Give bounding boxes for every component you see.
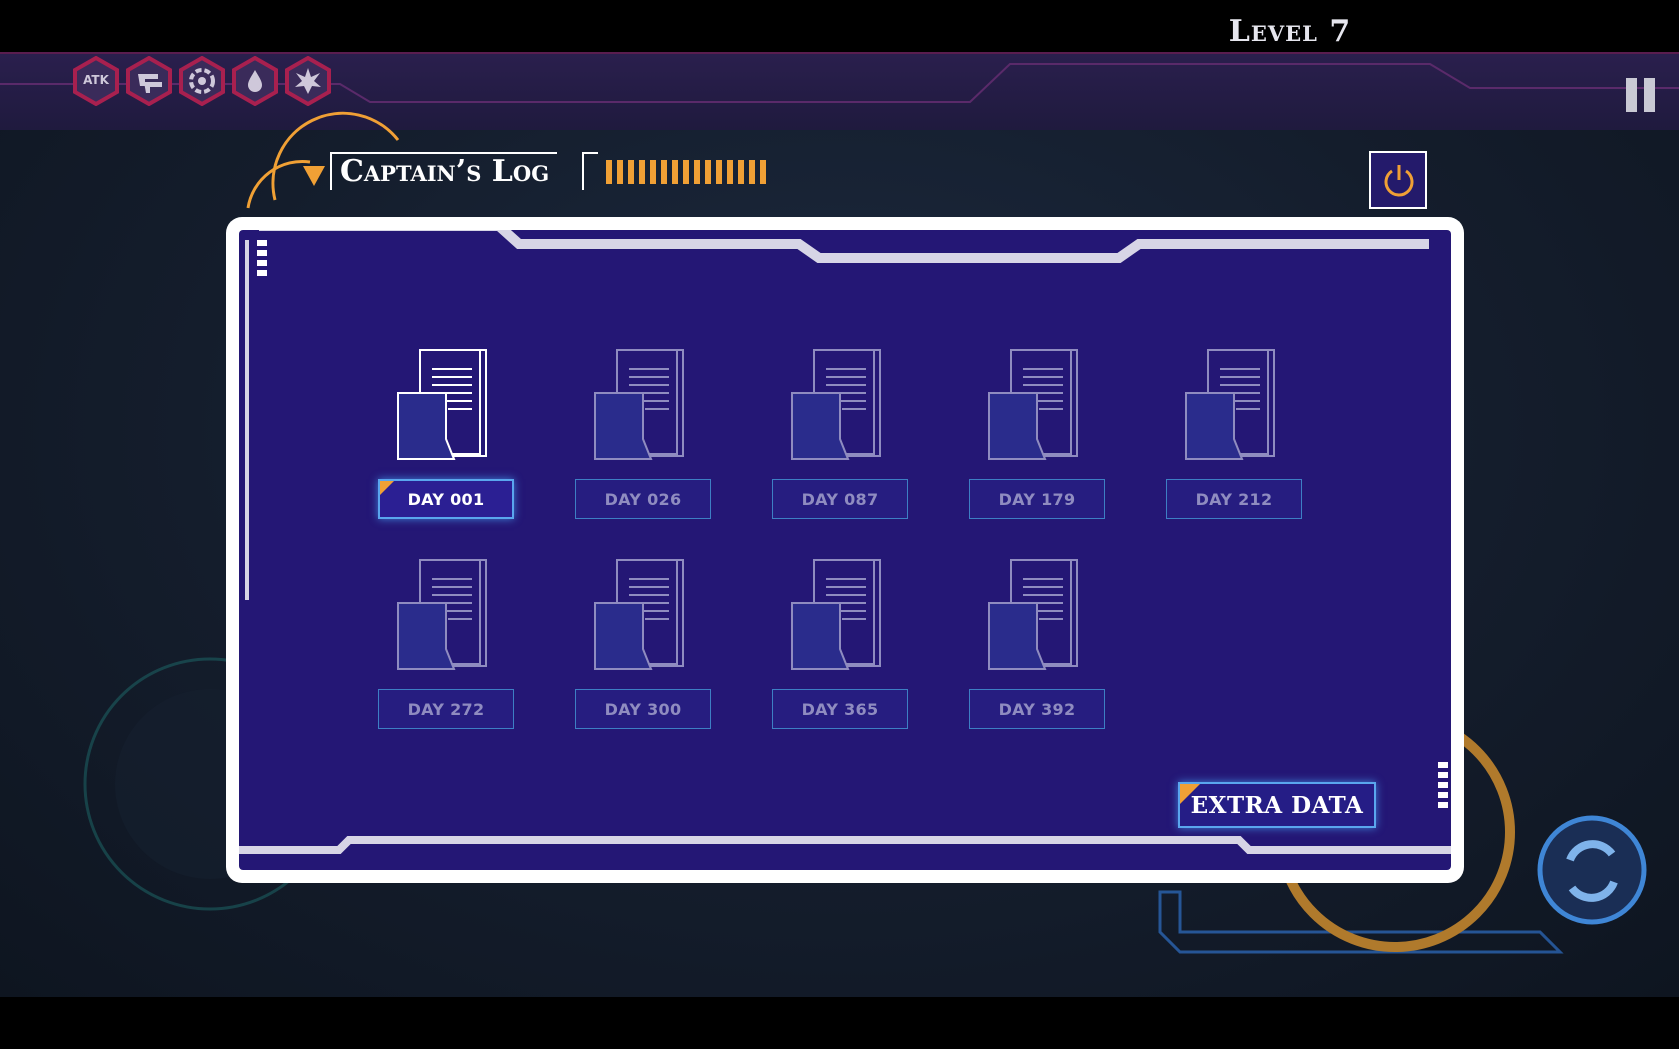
document-icon	[397, 349, 487, 460]
document-icon	[594, 559, 684, 670]
attack-up-icon: ATK	[83, 73, 109, 87]
log-entry-day-001[interactable]: DAY 001	[378, 349, 514, 529]
powerup-twin-guns[interactable]	[125, 56, 173, 106]
power-button[interactable]	[1369, 151, 1427, 209]
log-entry-day-179[interactable]: DAY 179	[969, 349, 1105, 529]
powerup-drop-shield[interactable]	[231, 56, 279, 106]
drop-shield-icon	[232, 56, 278, 106]
document-icon	[791, 559, 881, 670]
pause-button[interactable]	[1624, 78, 1658, 112]
log-entry-label: DAY 026	[575, 479, 711, 519]
log-entry-label: DAY 087	[772, 479, 908, 519]
document-icon	[594, 349, 684, 460]
log-entry-label: DAY 001	[378, 479, 514, 519]
twin-guns-icon	[126, 56, 172, 106]
power-icon	[1384, 165, 1414, 197]
powerup-attack-up[interactable]: ATK	[72, 56, 120, 106]
log-entry-day-300[interactable]: DAY 300	[575, 559, 711, 739]
powerup-burst[interactable]	[284, 56, 332, 106]
log-entry-day-365[interactable]: DAY 365	[772, 559, 908, 739]
title-arrow-icon	[303, 166, 325, 186]
document-icon	[988, 349, 1078, 460]
level-title: Level 7	[1228, 14, 1352, 49]
log-entry-label: DAY 392	[969, 689, 1105, 729]
log-entry-label: DAY 272	[378, 689, 514, 729]
powerup-vortex[interactable]	[178, 56, 226, 106]
log-panel	[239, 230, 1451, 870]
extra-data-button[interactable]: EXTRA DATA	[1178, 782, 1376, 828]
extra-data-label: EXTRA DATA	[1190, 791, 1364, 819]
log-entry-label: DAY 212	[1166, 479, 1302, 519]
top-hud-bar	[0, 52, 1679, 130]
burst-icon	[285, 56, 331, 106]
letterbox-bottom	[0, 997, 1679, 1049]
document-icon	[791, 349, 881, 460]
vortex-icon	[179, 56, 225, 106]
document-icon	[397, 559, 487, 670]
log-entry-label: DAY 179	[969, 479, 1105, 519]
title-progress-ticks	[606, 160, 766, 184]
title-bracket	[582, 152, 598, 190]
captains-log-title: Captain’s Log	[330, 152, 558, 190]
powerup-tray: ATK	[72, 56, 332, 106]
letterbox-top	[0, 0, 1679, 52]
pause-icon	[1626, 78, 1637, 112]
document-icon	[1185, 349, 1275, 460]
log-entry-label: DAY 300	[575, 689, 711, 729]
header-arc-decoration	[246, 111, 400, 209]
log-entry-day-026[interactable]: DAY 026	[575, 349, 711, 529]
log-entry-day-087[interactable]: DAY 087	[772, 349, 908, 529]
log-entry-day-272[interactable]: DAY 272	[378, 559, 514, 739]
log-entry-day-392[interactable]: DAY 392	[969, 559, 1105, 739]
log-entry-day-212[interactable]: DAY 212	[1166, 349, 1302, 529]
document-icon	[988, 559, 1078, 670]
log-entry-label: DAY 365	[772, 689, 908, 729]
